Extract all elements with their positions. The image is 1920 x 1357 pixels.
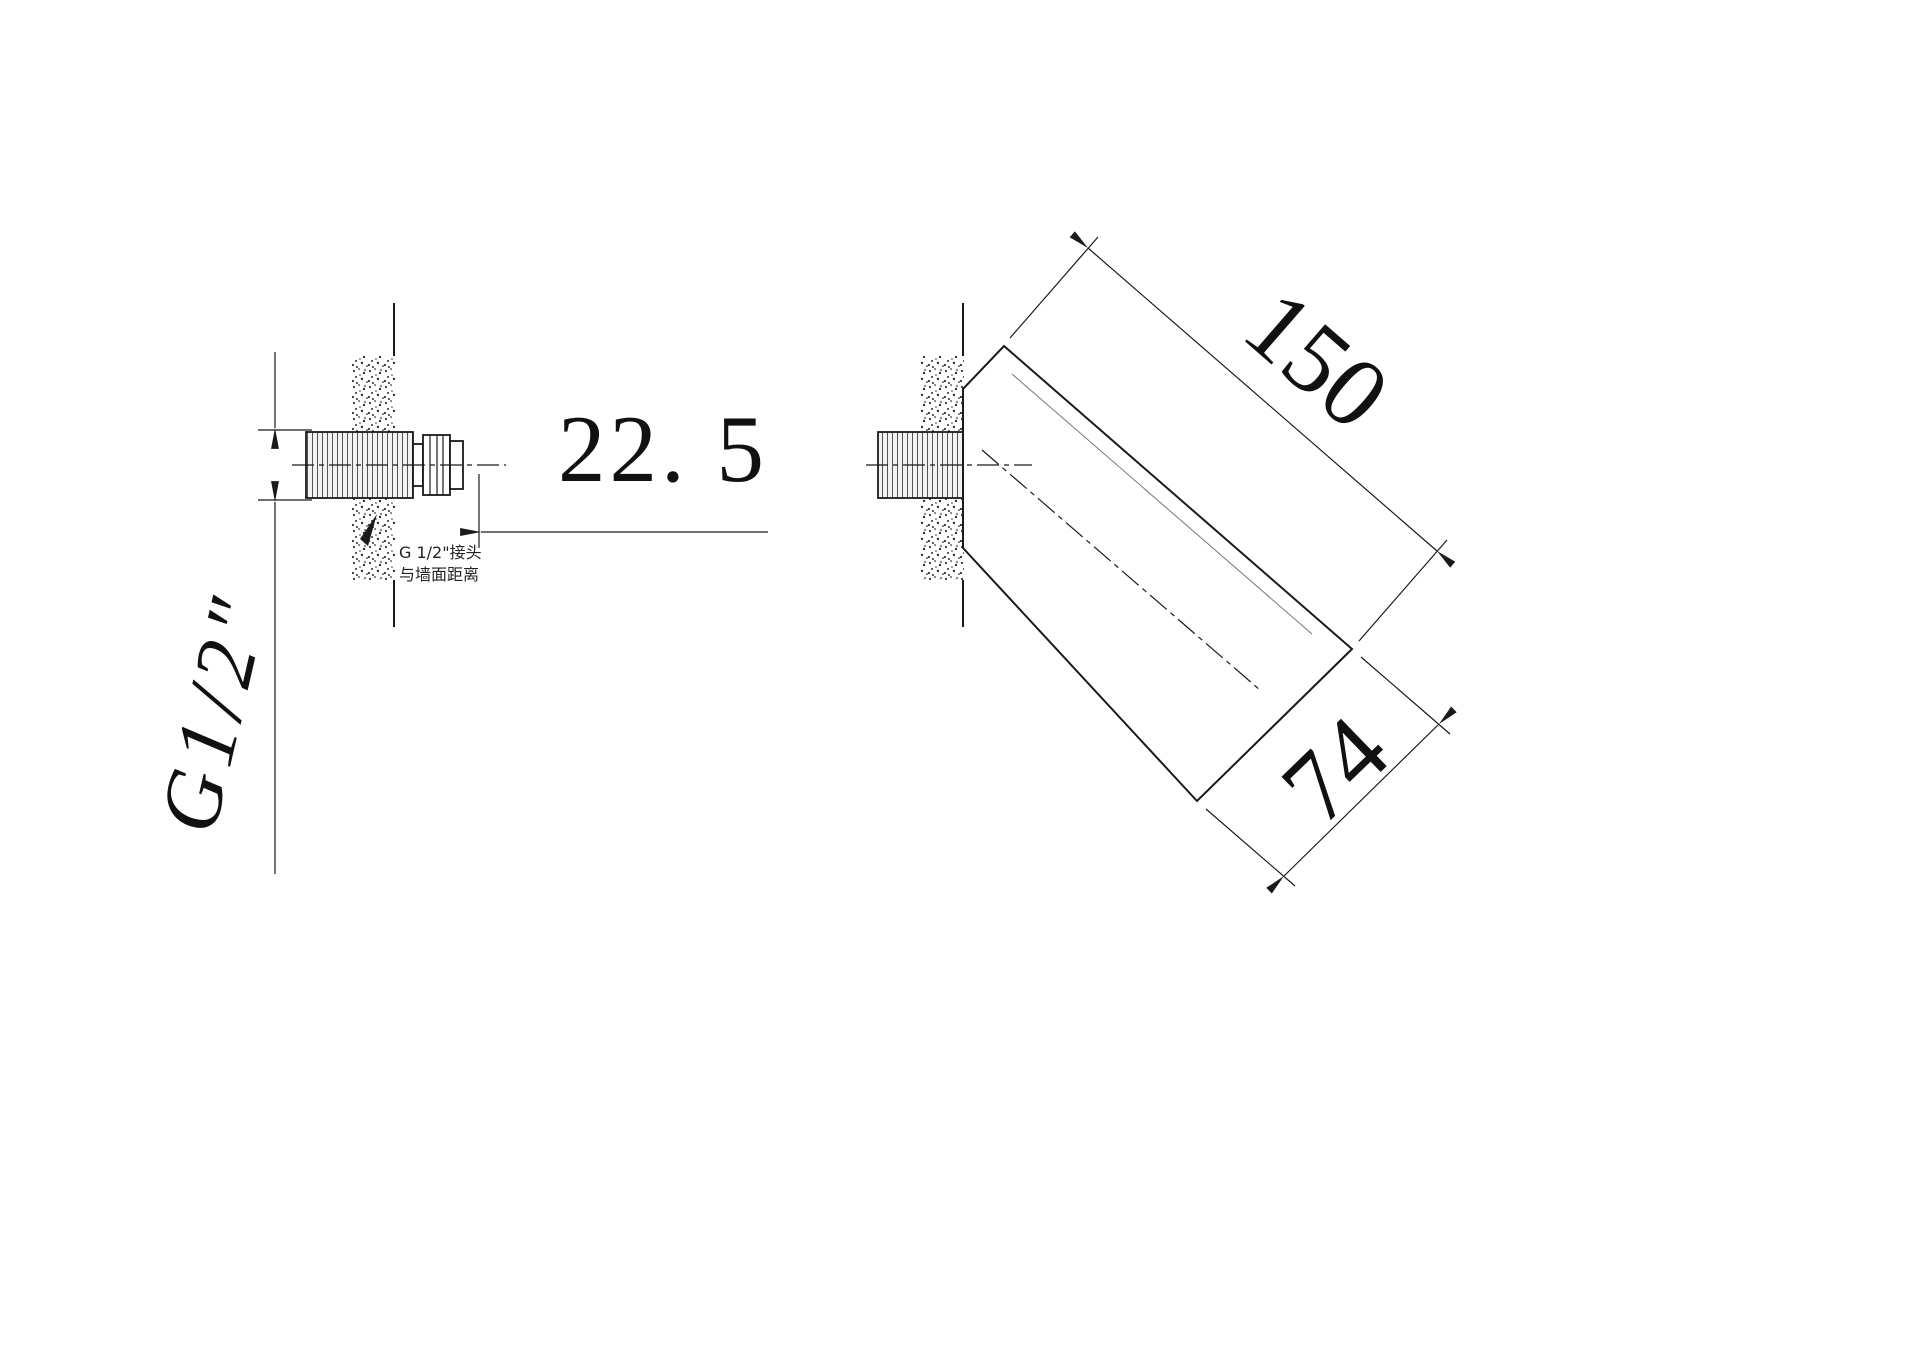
installation-note-line-1: G 1/2"接头: [399, 543, 482, 562]
offset-dimension-lines: [360, 474, 768, 548]
spout-axis-centerline: [981, 449, 1261, 691]
wall-face-arrowhead: [360, 514, 377, 546]
wall-hatch-upper: [352, 356, 395, 432]
left-view: [258, 303, 768, 874]
right-view: [866, 231, 1457, 894]
diameter-dimension-lines: [258, 352, 312, 874]
width-dimension-lines: [1205, 656, 1457, 894]
length-dimension-lines: [1009, 231, 1456, 642]
wall-hatch-upper-right: [921, 356, 964, 432]
dim-text-wall-clearance: 22. 5: [558, 396, 768, 502]
wall-hatch-lower-right: [921, 498, 964, 580]
wall-hatch-lower: [352, 498, 395, 580]
installation-note-line-2: 与墙面距离: [399, 565, 480, 584]
